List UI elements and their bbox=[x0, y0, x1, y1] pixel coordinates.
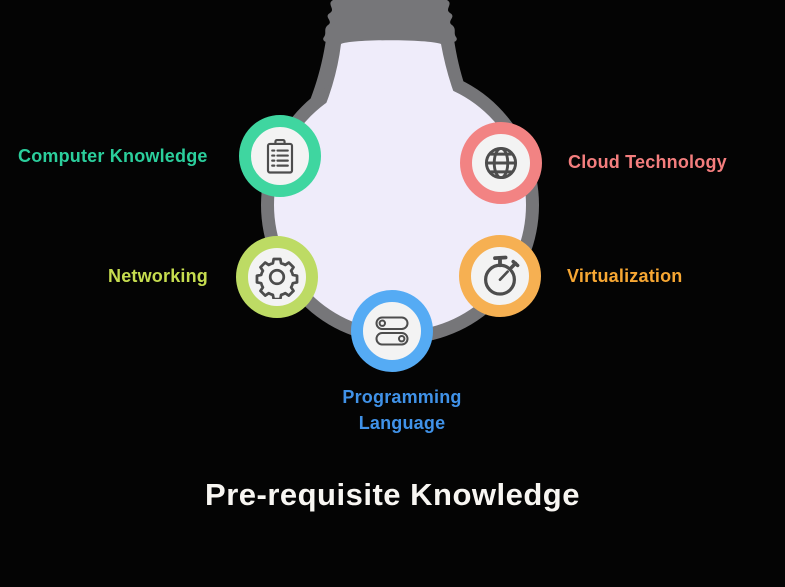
badge-networking bbox=[236, 236, 318, 318]
badge-virtualization bbox=[459, 235, 541, 317]
bulb-cap bbox=[323, 0, 457, 42]
toggles-icon bbox=[375, 316, 409, 346]
badge-programming-language bbox=[351, 290, 433, 372]
label-virtualization: Virtualization bbox=[567, 266, 683, 286]
label-cloud-technology: Cloud Technology bbox=[568, 152, 727, 172]
label-networking: Networking bbox=[108, 266, 209, 286]
badge-computer-knowledge bbox=[239, 115, 321, 197]
clipboard-icon bbox=[266, 138, 294, 174]
label-programming-line2: Language bbox=[358, 413, 446, 433]
label-computer-knowledge: Computer Knowledge bbox=[18, 146, 208, 166]
page-title: Pre-requisite Knowledge bbox=[205, 477, 580, 512]
label-programming-language: Programming Language bbox=[292, 384, 512, 436]
globe-icon bbox=[484, 146, 518, 180]
gear-icon bbox=[255, 257, 299, 299]
label-programming-line1: Programming bbox=[342, 387, 462, 407]
stopwatch-icon bbox=[484, 255, 520, 296]
badge-cloud-technology bbox=[460, 122, 542, 204]
